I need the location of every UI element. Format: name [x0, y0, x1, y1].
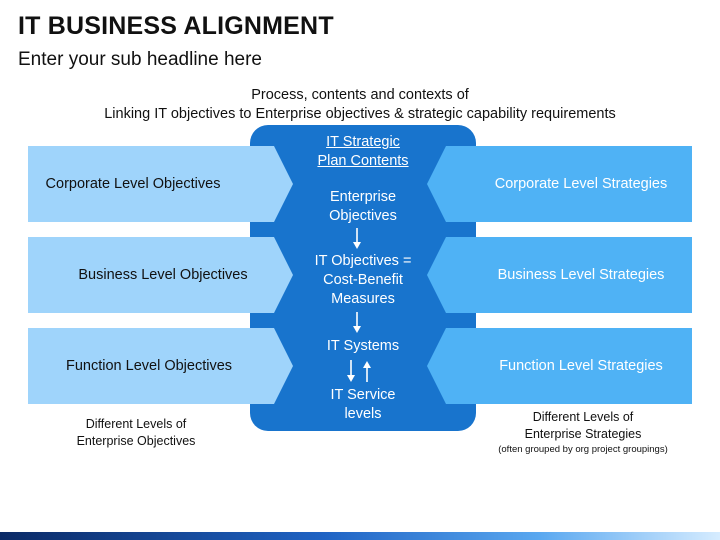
left-label-function: Function Level Objectives	[65, 358, 233, 374]
right-arrow-business	[427, 237, 692, 313]
right-note-line2: Enterprise Strategies	[524, 427, 642, 441]
down-arrow-icon	[353, 228, 361, 249]
right-label-function: Function Level Strategies	[499, 358, 663, 374]
center-item-it-service-line2: levels	[344, 406, 382, 422]
left-arrow-function	[28, 328, 293, 404]
right-label-business: Business Level Strategies	[497, 267, 665, 283]
right-arrow-corporate	[427, 146, 692, 222]
center-item-it-service-line1: IT Service	[330, 387, 396, 403]
center-item-it-systems: IT Systems	[326, 338, 400, 354]
left-arrow-corporate	[28, 146, 293, 222]
left-note-line2: Enterprise Objectives	[76, 434, 196, 448]
center-title-line1: IT Strategic	[326, 134, 400, 150]
right-arrow-function	[427, 328, 692, 404]
left-label-corporate: Corporate Level Objectives	[45, 176, 221, 192]
left-arrow-business	[28, 237, 293, 313]
center-item-it-objectives-line3: Measures	[331, 291, 395, 307]
down-arrow-icon	[353, 312, 361, 333]
diagram-caption-line1: Process, contents and contexts of	[251, 87, 469, 103]
right-note-line1: Different Levels of	[532, 410, 634, 424]
center-item-enterprise-line2: Objectives	[329, 208, 397, 224]
diagram-caption-line2: Linking IT objectives to Enterprise obje…	[104, 106, 616, 122]
center-panel	[250, 125, 476, 431]
down-arrow-icon	[347, 360, 355, 382]
left-label-business: Business Level Objectives	[78, 267, 248, 283]
up-arrow-icon	[363, 361, 371, 382]
left-note-line1: Different Levels of	[85, 417, 187, 431]
right-note-line3: (often grouped by org project groupings)	[498, 444, 668, 455]
center-item-enterprise-line1: Enterprise	[329, 189, 397, 205]
center-title-line2: Plan Contents	[317, 153, 409, 169]
center-item-it-objectives-line2: Cost-Benefit	[323, 272, 403, 288]
center-item-it-objectives-line1: IT Objectives =	[314, 253, 412, 269]
bottom-accent-bar	[0, 532, 720, 540]
right-label-corporate: Corporate Level Strategies	[494, 176, 668, 192]
slide-title: IT BUSINESS ALIGNMENT	[18, 12, 334, 40]
slide-subtitle: Enter your sub headline here	[18, 49, 262, 70]
